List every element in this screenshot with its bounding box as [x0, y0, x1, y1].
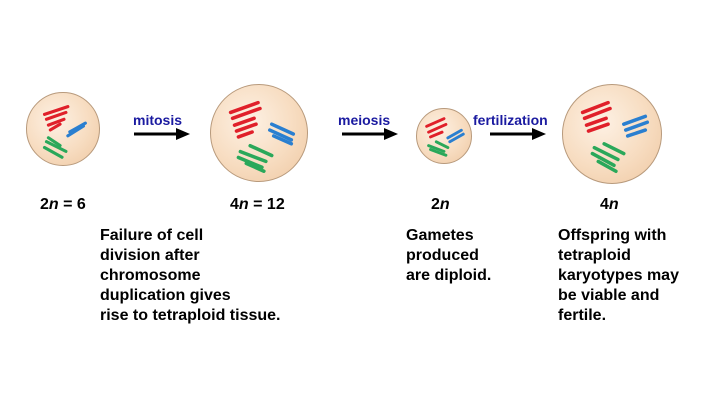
chromosomes-gamete	[425, 117, 465, 157]
caption-line: are diploid.	[406, 267, 492, 284]
caption-line: tetraploid	[558, 247, 631, 264]
cell-diploid	[26, 92, 100, 166]
chromosomes-tetraploid	[228, 100, 296, 173]
cell-offspring	[562, 84, 662, 184]
arrow-fertilization	[490, 128, 546, 140]
caption-line: chromosome	[100, 267, 201, 284]
arrow-label-meiosis: meiosis	[338, 112, 391, 128]
ploidy-label-offspring: 4n	[600, 196, 619, 213]
arrow-meiosis	[342, 128, 398, 140]
caption-line: Gametes	[406, 227, 474, 244]
cell-gamete	[416, 108, 472, 164]
caption-tetraploid-tissue: Failure of cell division after chromosom…	[100, 226, 280, 326]
caption-line: karyotypes may	[558, 267, 679, 284]
caption-offspring: Offspring with tetraploid karyotypes may…	[558, 226, 679, 326]
arrow-label-fertilization: fertilization	[473, 112, 548, 128]
arrow-mitosis	[134, 128, 190, 140]
chromosomes-offspring	[580, 100, 650, 174]
caption-line: be viable and	[558, 287, 660, 304]
cell-tetraploid	[210, 84, 308, 182]
caption-line: rise to tetraploid tissue.	[100, 307, 281, 324]
chromosomes-diploid	[42, 105, 87, 159]
caption-line: Offspring with	[558, 227, 667, 244]
ploidy-label-gamete: 2n	[431, 196, 450, 213]
caption-gametes: Gametes produced are diploid.	[406, 226, 491, 286]
caption-line: fertile.	[558, 307, 607, 324]
caption-line: Failure of cell	[100, 227, 204, 244]
arrow-label-mitosis: mitosis	[133, 112, 183, 128]
caption-line: produced	[406, 247, 479, 264]
caption-line: division after	[100, 247, 200, 264]
ploidy-label-diploid: 2n = 6	[40, 196, 86, 213]
ploidy-label-tetraploid: 4n = 12	[230, 196, 285, 213]
caption-line: duplication gives	[100, 287, 231, 304]
